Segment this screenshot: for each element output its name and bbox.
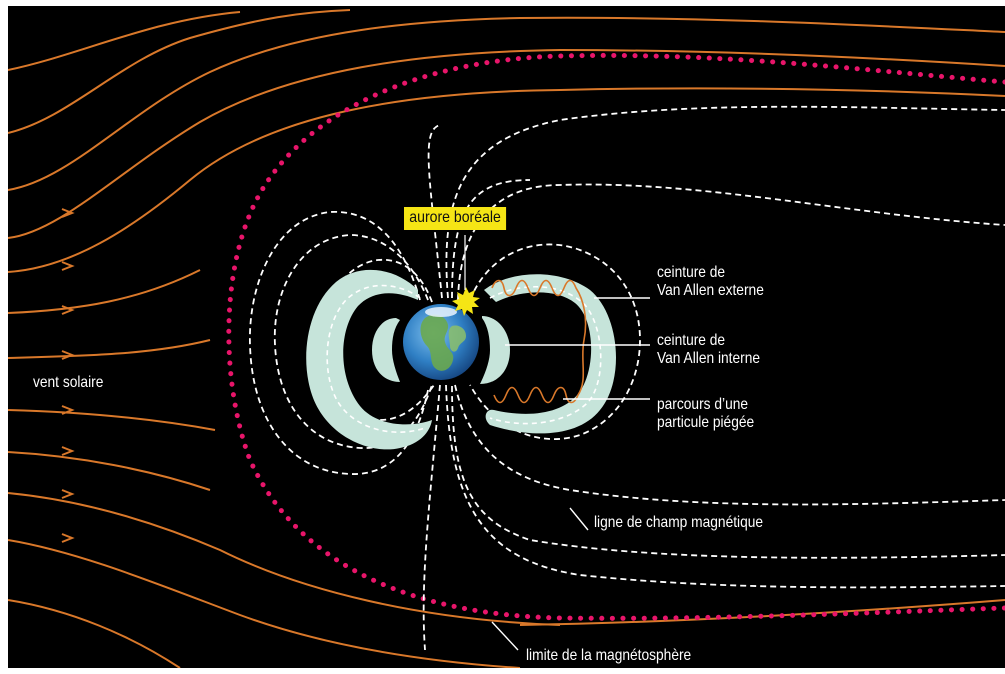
inner-belt-label-line1: ceinture de	[657, 332, 726, 349]
field-line	[445, 105, 1005, 299]
field-line	[457, 183, 1005, 301]
solar-wind-line	[8, 339, 211, 359]
inner-belt-label-line2: Van Allen interne	[657, 350, 761, 367]
inner-belt-right	[480, 316, 510, 384]
solar-wind-line	[8, 599, 181, 668]
particle-label-line2: particule piégée	[657, 414, 755, 431]
arrow	[61, 446, 75, 456]
diagram-graphics	[8, 9, 1005, 668]
earth	[403, 304, 479, 380]
solar-wind-line	[8, 11, 241, 71]
magnetopause-boundary	[226, 52, 1005, 621]
solar-wind-line	[8, 269, 201, 314]
magnetosphere-diagram: aurore boréale vent solaire ceinture de …	[8, 6, 1005, 668]
solar-wind-line	[8, 48, 1005, 239]
field-line	[249, 211, 429, 475]
outer-belt-label-line1: ceinture de	[657, 264, 726, 281]
arrow	[61, 489, 75, 499]
field-line-label: ligne de champ magnétique	[594, 514, 764, 531]
field-line	[454, 384, 1005, 506]
solar-wind-line	[8, 492, 561, 626]
inner-belt-left	[372, 318, 400, 382]
field-line	[422, 384, 441, 651]
field-line	[427, 124, 443, 299]
solar-wind-line	[8, 89, 561, 273]
field-line	[451, 179, 531, 299]
outer-belt-label-line2: Van Allen externe	[657, 282, 764, 299]
arrow	[61, 405, 75, 415]
solar-wind-line	[8, 9, 351, 134]
arrow	[61, 350, 75, 360]
field-line	[469, 243, 641, 440]
trapped-particle-path	[491, 279, 587, 404]
solar-wind-line	[8, 539, 521, 668]
solar-wind-line	[8, 16, 1005, 191]
field-line	[273, 234, 433, 449]
arrow	[61, 261, 75, 271]
field-line	[445, 384, 1005, 589]
arrow	[61, 305, 75, 315]
arrow	[61, 208, 75, 218]
solar-wind-line	[8, 451, 211, 491]
leader-lines	[491, 297, 650, 651]
field-line	[451, 385, 1005, 559]
solar-wind-label: vent solaire	[33, 374, 104, 391]
aurora-label: aurore boréale	[404, 207, 507, 230]
arrow	[61, 533, 75, 543]
particle-label-line1: parcours d’une	[657, 396, 749, 413]
magnetosphere-boundary-label: limite de la magnétosphère	[526, 647, 692, 664]
outer-belt-left	[306, 269, 432, 450]
solar-wind-arrows	[61, 208, 75, 543]
outer-belt-right	[484, 274, 617, 434]
solar-wind-line	[8, 409, 216, 431]
magnetic-field-lines	[249, 105, 1005, 651]
solar-wind-line	[559, 87, 1005, 97]
van-allen-belts	[306, 269, 617, 450]
aurora-burst	[452, 235, 480, 316]
